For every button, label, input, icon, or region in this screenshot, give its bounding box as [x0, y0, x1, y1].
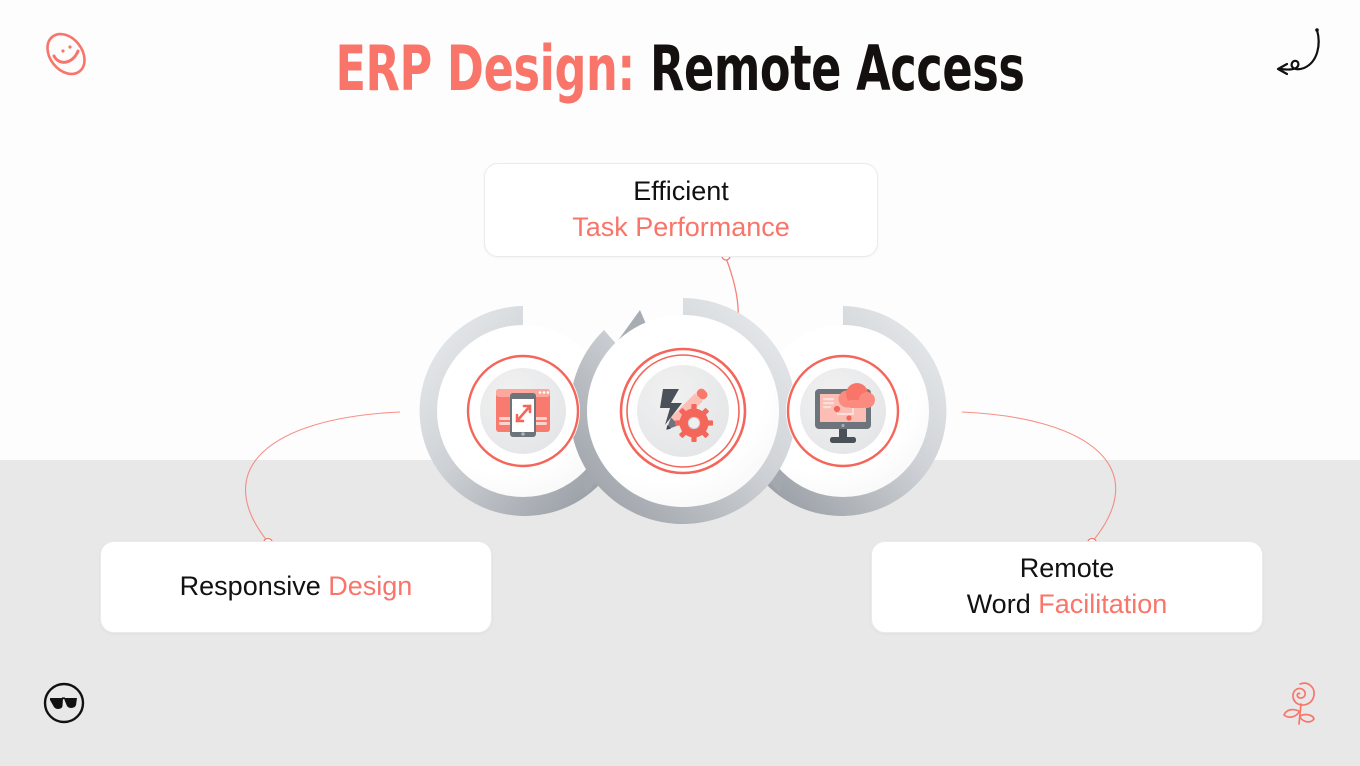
- badge-responsive-design[interactable]: [466, 354, 580, 468]
- card-left-dark: Responsive: [179, 571, 321, 602]
- monitor-cloud-icon: [815, 383, 875, 443]
- rose-doodle: [1283, 682, 1315, 725]
- card-left-line1: Responsive Design: [180, 569, 413, 605]
- card-right-accent: Facilitation: [1038, 589, 1168, 619]
- card-responsive-design[interactable]: Responsive Design: [100, 541, 492, 633]
- card-right-line2: Word Facilitation: [967, 587, 1168, 623]
- sunglasses-face-doodle: [43, 682, 85, 724]
- card-left-accent: Design: [328, 571, 413, 602]
- page-title-accent: ERP Design:: [335, 32, 635, 105]
- curved-arrow-doodle: [1276, 28, 1320, 76]
- cycle-diagram: [419, 298, 947, 524]
- card-right-line1: Remote: [1019, 553, 1115, 584]
- card-efficient-task-performance[interactable]: Efficient Task Performance: [484, 163, 878, 257]
- bolt-pencil-gear-icon: [660, 388, 713, 442]
- page-title-dark: Remote Access: [649, 32, 1025, 105]
- badge-efficient-task-performance[interactable]: [619, 347, 747, 475]
- responsive-layout-icon: [496, 389, 550, 437]
- page-title: ERP Design: Remote Access: [136, 36, 1224, 101]
- card-right-dark: Word: [966, 589, 1031, 619]
- card-remote-word-facilitation[interactable]: Remote Word Facilitation: [871, 541, 1263, 633]
- card-top-line2: Task Performance: [572, 212, 790, 242]
- smiley-oval-doodle: [46, 32, 86, 76]
- card-top-line1: Efficient: [633, 176, 729, 207]
- badge-remote-work[interactable]: [786, 354, 900, 468]
